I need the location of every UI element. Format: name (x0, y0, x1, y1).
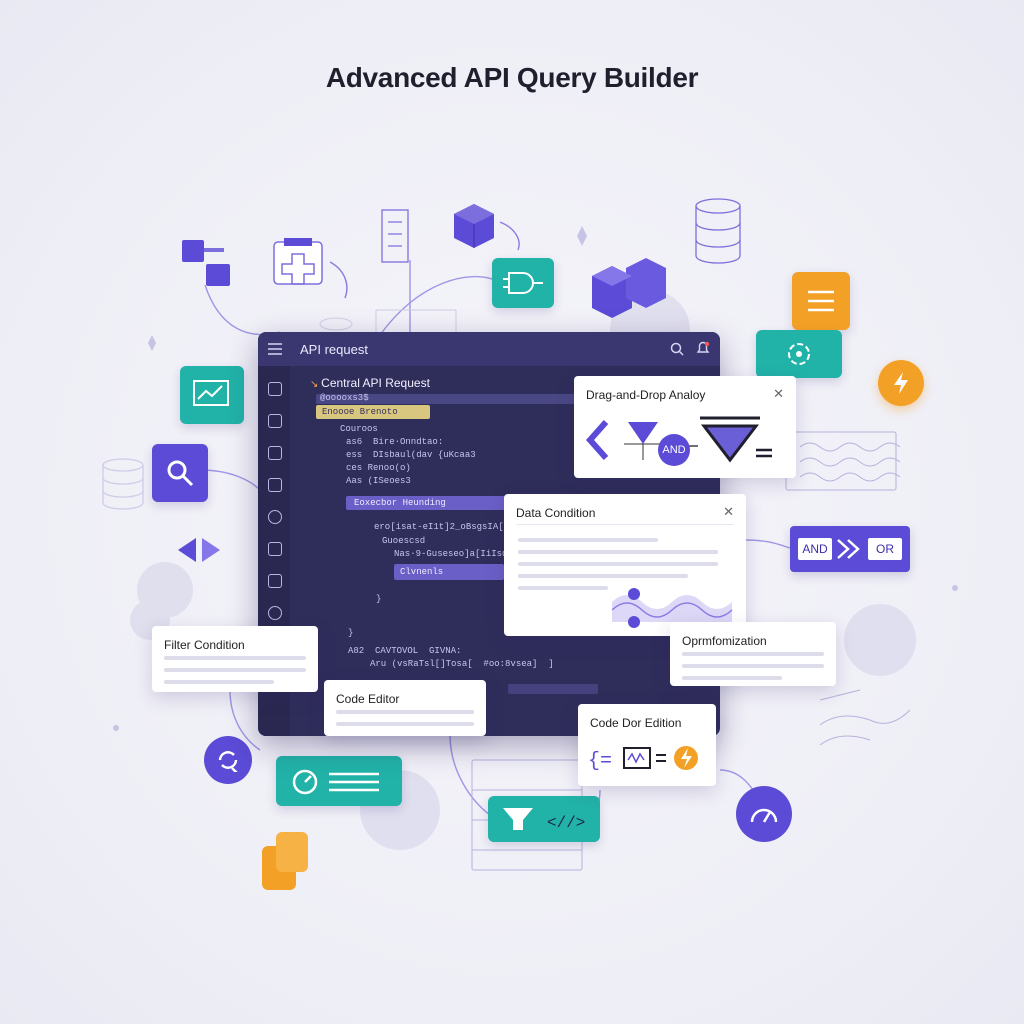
calendar-icon[interactable] (268, 574, 282, 588)
code-line: Nas·9-Guseseo]a[IiIsd (394, 549, 508, 559)
wave-chart (612, 588, 733, 628)
document-icon (792, 272, 850, 330)
code-highlight-3 (394, 564, 504, 580)
section-title: Central API Request (321, 376, 430, 390)
medical-plus-icon (272, 236, 324, 288)
close-icon[interactable]: ✕ (723, 504, 734, 519)
arrow-right-icon (837, 539, 860, 559)
refresh-search-icon[interactable] (204, 736, 252, 784)
and-chip[interactable]: AND (798, 538, 832, 560)
lightning-icon (878, 360, 924, 406)
code-tools-icon: {= (588, 746, 698, 773)
shield-icon[interactable] (268, 382, 282, 396)
code-highlight-1 (316, 405, 430, 419)
text-lines (518, 538, 718, 598)
code-highlight-1-text: Enoooe Brenoto (322, 407, 398, 417)
svg-text:<//>: <//> (547, 814, 585, 832)
logic-gate-icon (492, 258, 554, 308)
code-line: Aas (ISeoes3 (346, 476, 411, 486)
code-line: @ooooxs3$ (320, 393, 369, 403)
code-line: Aru (vsRaTsl[]Tosa[ #oo:8vsea] ] (370, 659, 554, 669)
code-highlight-2 (346, 496, 506, 510)
query-flow-diagram (585, 416, 772, 463)
code-highlight-2-text: Eoxecbor Heunding (354, 498, 446, 508)
card-title: Code Editor (336, 692, 400, 706)
image-icon[interactable] (268, 446, 282, 460)
code-edition-card[interactable]: Code Dor Edition {= (578, 704, 716, 786)
badge-icon[interactable] (268, 606, 282, 620)
page-title: Advanced API Query Builder (325, 62, 699, 93)
code-line: as6 Bire·Onndtao: (346, 437, 444, 447)
drag-drop-card[interactable]: Drag-and-Drop Analoy ✕ AND (574, 376, 796, 478)
puzzle-piece-icon (262, 832, 308, 890)
code-line-highlight (316, 394, 576, 404)
close-icon[interactable]: ✕ (773, 386, 784, 401)
code-line: ero[isat-eI1t]2_oBsgsIA[ (374, 522, 504, 532)
card-title: Drag-and-Drop Analoy (586, 388, 706, 402)
puzzle-icon[interactable] (268, 414, 282, 428)
or-chip[interactable]: OR (868, 538, 902, 560)
puzzle-icon (182, 240, 230, 288)
code-line: ess DIsbaul(dav {uKcaa3 (346, 450, 476, 460)
bell-icon[interactable] (696, 341, 710, 356)
optimization-card[interactable]: Oprmfomization (670, 622, 836, 686)
cube-icon (452, 202, 496, 250)
code-highlight-3-text: Clvnenls (400, 567, 444, 577)
and-node[interactable]: AND (658, 434, 690, 466)
user-icon[interactable] (268, 510, 282, 524)
card-title: Oprmfomization (682, 634, 767, 648)
svg-text:{=: {= (588, 750, 612, 773)
code-brackets-icon (176, 536, 222, 564)
chevron-down-icon[interactable]: ↘ (310, 379, 322, 390)
code-line: Couroos (340, 424, 378, 434)
code-line: Guoescsd (382, 536, 426, 546)
and-or-operator[interactable]: AND OR (790, 526, 910, 572)
code-editor-card[interactable]: Code Editor (324, 680, 486, 736)
grid-icon[interactable] (268, 478, 282, 492)
code-line: } (376, 594, 382, 604)
search-icon[interactable] (670, 342, 684, 356)
code-line: A82 CAVTOVOL GIVNA: (348, 646, 462, 656)
filter-condition-card[interactable]: Filter Condition (152, 626, 318, 692)
gauge-list-icon (276, 756, 402, 806)
hamburger-icon[interactable] (268, 343, 282, 355)
data-condition-card[interactable]: Data Condition ✕ (504, 494, 746, 636)
3d-shape-icon (592, 258, 666, 320)
code-line: ces Renoo(o) (346, 463, 411, 473)
code-scroll-bar[interactable] (508, 684, 598, 694)
window-title: API request (300, 342, 368, 357)
search-icon[interactable] (152, 444, 208, 502)
card-title: Filter Condition (164, 638, 245, 652)
filter-code-icon: <//> (488, 796, 600, 842)
speedometer-icon (736, 786, 792, 842)
window-header: API request (258, 332, 720, 366)
lock-icon[interactable] (268, 542, 282, 556)
chart-monitor-icon (180, 366, 244, 424)
sync-icon (756, 330, 842, 378)
card-title: Code Dor Edition (590, 716, 682, 730)
section-heading: ↘ Central API Request (310, 376, 430, 390)
code-line: } (348, 628, 354, 638)
card-title: Data Condition (516, 506, 596, 520)
